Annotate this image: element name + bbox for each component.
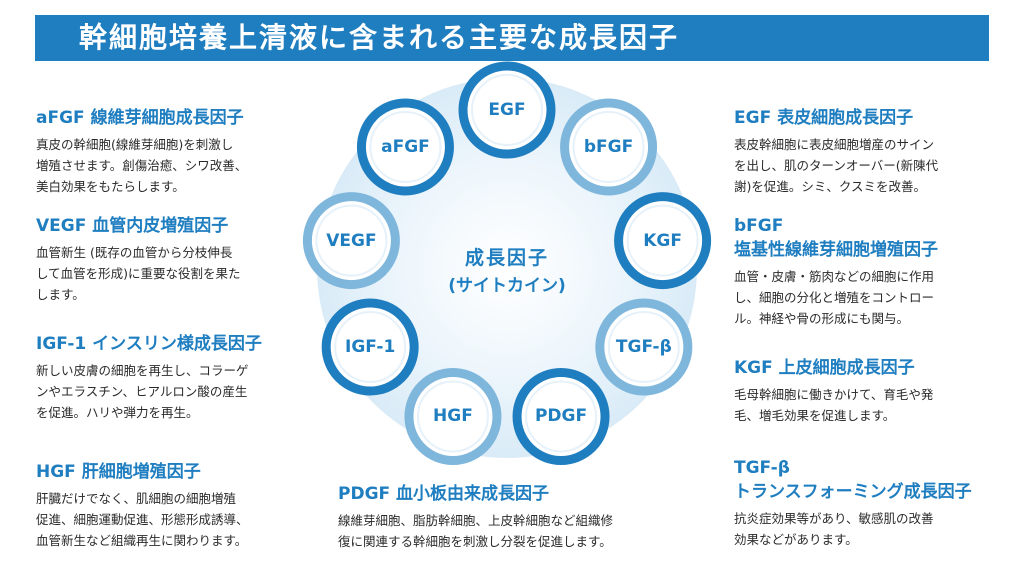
description-line: 血管新生など組織再生に関わります。: [36, 533, 248, 548]
description-line: 表皮幹細胞に表皮細胞増産のサイン: [734, 137, 935, 152]
factor-description: 毛母幹細胞に働きかけて、育毛や発 毛、増毛効果を促進します。: [734, 384, 1004, 426]
description-line: を促進。ハリや弾力を再生。: [36, 405, 199, 420]
description-line: 毛、増毛効果を促進します。: [734, 408, 896, 423]
ring-label-vegf: VEGF: [326, 230, 377, 251]
description-line: 毛母幹細胞に働きかけて、育毛や発: [734, 387, 934, 402]
description-line: 謝)を促進。シミ、クスミを改善。: [734, 179, 927, 194]
factor-heading: aFGF 線維芽細胞成長因子: [36, 108, 244, 128]
ring-label-igf-1: IGF-1: [345, 337, 396, 357]
ring-label-egf: EGF: [488, 100, 526, 120]
center-label-line2: (サイトカイン): [448, 276, 566, 296]
center-label-line1: 成長因子: [464, 247, 549, 269]
factor-heading: bFGF: [734, 216, 784, 236]
factor-description: 血管・皮膚・筋肉などの細胞に作用 し、細胞の分化と増殖をコントロー ル。神経や骨…: [734, 266, 1004, 329]
factor-heading: VEGF 血管内皮増殖因子: [36, 216, 229, 236]
page-title: 幹細胞培養上清液に含まれる主要な成長因子: [79, 21, 680, 54]
ring-label-afgf: aFGF: [381, 136, 430, 157]
factor-description: 血管新生 (既存の血管から分枝伸長 して血管を形成)に重要な役割を果た します。: [36, 242, 326, 305]
factor-description: 新しい皮膚の細胞を再生し、コラーゲ ンやエラスチン、ヒアルロン酸の産生 を促進。…: [36, 360, 326, 423]
description-line: ンやエラスチン、ヒアルロン酸の産生: [36, 384, 248, 399]
description-line: 効果などがあります。: [734, 532, 858, 547]
description-line: 肝臓だけでなく、肌細胞の細胞増殖: [36, 491, 237, 506]
factor-subheading: トランスフォーミング成長因子: [734, 482, 972, 502]
factor-heading: KGF 上皮細胞成長因子: [734, 358, 915, 378]
factor-heading: EGF 表皮細胞成長因子: [734, 108, 914, 128]
ring-label-pdgf: PDGF: [534, 406, 588, 427]
ring-label-kgf: KGF: [643, 230, 682, 251]
factor-heading: TGF-β: [734, 458, 790, 478]
description-line: します。: [36, 287, 85, 302]
factor-description: 線維芽細胞、脂肪幹細胞、上皮幹細胞など組織修 復に関連する幹細胞を刺激し分裂を促…: [338, 510, 718, 552]
factor-description: 抗炎症効果等があり、敏感肌の改善 効果などがあります。: [734, 508, 1004, 550]
factor-description: 真皮の幹細胞(線維芽細胞)を刺激し 増殖させます。創傷治癒、シワ改善、 美白効果…: [36, 134, 326, 197]
factor-pdgf: PDGF 血小板由来成長因子 線維芽細胞、脂肪幹細胞、上皮幹細胞など組織修 復に…: [338, 482, 718, 552]
description-line: 増殖させます。創傷治癒、シワ改善、: [36, 158, 248, 173]
description-line: を出し、肌のターンオーバー(新陳代: [734, 158, 939, 173]
factor-heading: IGF-1 インスリン様成長因子: [36, 334, 262, 354]
description-line: 美白効果をもたらします。: [36, 179, 185, 194]
factor-description: 肝臓だけでなく、肌細胞の細胞増殖 促進、細胞運動促進、形態形成誘導、 血管新生な…: [36, 488, 326, 551]
factor-bfgf: bFGF 塩基性線維芽細胞増殖因子 血管・皮膚・筋肉などの細胞に作用 し、細胞の…: [734, 214, 1004, 329]
description-line: 復に関連する幹細胞を刺激し分裂を促進します。: [338, 534, 612, 549]
factor-hgf: HGF 肝細胞増殖因子 肝臓だけでなく、肌細胞の細胞増殖 促進、細胞運動促進、形…: [36, 460, 326, 551]
description-line: 線維芽細胞、脂肪幹細胞、上皮幹細胞など組織修: [338, 513, 614, 528]
description-line: 血管新生 (既存の血管から分枝伸長: [36, 245, 233, 260]
factor-heading: HGF 肝細胞増殖因子: [36, 462, 201, 482]
description-line: して血管を形成)に重要な役割を果た: [36, 266, 241, 281]
title-banner: 幹細胞培養上清液に含まれる主要な成長因子: [35, 15, 989, 61]
ring-label-hgf: HGF: [433, 406, 473, 427]
factor-igf-1: IGF-1 インスリン様成長因子 新しい皮膚の細胞を再生し、コラーゲ ンやエラス…: [36, 332, 326, 423]
ring-label-tgf: TGF-β: [615, 337, 672, 357]
factor-description: 表皮幹細胞に表皮細胞増産のサイン を出し、肌のターンオーバー(新陳代 謝)を促進…: [734, 134, 1004, 197]
description-line: し、細胞の分化と増殖をコントロー: [734, 290, 935, 305]
factor-subheading: 塩基性線維芽細胞増殖因子: [734, 240, 938, 260]
description-line: 真皮の幹細胞(線維芽細胞)を刺激し: [36, 137, 234, 152]
description-line: 血管・皮膚・筋肉などの細胞に作用: [734, 269, 935, 284]
factor-afgf: aFGF 線維芽細胞成長因子 真皮の幹細胞(線維芽細胞)を刺激し 増殖させます。…: [36, 106, 326, 197]
center-label: 成長因子 (サイトカイン): [425, 245, 589, 299]
description-line: 促進、細胞運動促進、形態形成誘導、: [36, 512, 249, 527]
factor-egf: EGF 表皮細胞成長因子 表皮幹細胞に表皮細胞増産のサイン を出し、肌のターンオ…: [734, 106, 1004, 197]
factor-tgf-beta: TGF-β トランスフォーミング成長因子 抗炎症効果等があり、敏感肌の改善 効果…: [734, 456, 1004, 550]
factor-vegf: VEGF 血管内皮増殖因子 血管新生 (既存の血管から分枝伸長 して血管を形成)…: [36, 214, 326, 305]
description-line: 抗炎症効果等があり、敏感肌の改善: [734, 511, 934, 526]
factor-kgf: KGF 上皮細胞成長因子 毛母幹細胞に働きかけて、育毛や発 毛、増毛効果を促進し…: [734, 356, 1004, 426]
description-line: 新しい皮膚の細胞を再生し、コラーゲ: [36, 363, 249, 378]
ring-label-bfgf: bFGF: [583, 136, 634, 157]
factor-heading: PDGF 血小板由来成長因子: [338, 484, 550, 504]
description-line: ル。神経や骨の形成にも関与。: [734, 311, 910, 326]
